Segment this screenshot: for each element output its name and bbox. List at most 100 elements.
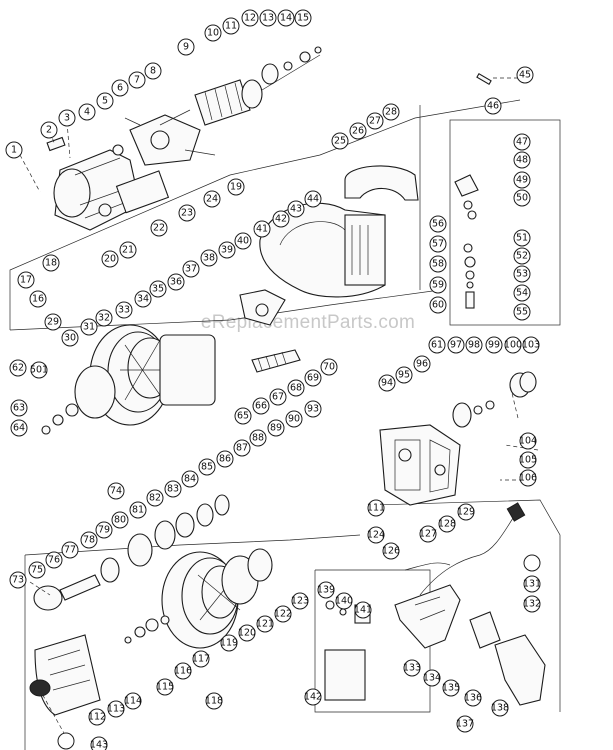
callout: 87: [233, 439, 251, 457]
callout: 37: [182, 260, 200, 278]
callout: 84: [181, 470, 199, 488]
svg-text:123: 123: [291, 596, 309, 607]
svg-text:75: 75: [31, 565, 43, 576]
callout: 19: [227, 178, 245, 196]
callout: 141: [354, 601, 372, 619]
callout: 95: [395, 366, 413, 384]
svg-text:85: 85: [201, 462, 213, 473]
callout: 1: [5, 141, 23, 159]
svg-text:97: 97: [450, 340, 462, 351]
svg-text:93: 93: [307, 404, 319, 415]
callout: 39: [218, 241, 236, 259]
callout: 43: [287, 200, 305, 218]
svg-text:59: 59: [432, 280, 444, 291]
callout: 124: [367, 526, 385, 544]
callout: 67: [269, 388, 287, 406]
callout: 59: [429, 276, 447, 294]
svg-text:89: 89: [270, 423, 282, 434]
callout: 11: [222, 17, 240, 35]
svg-text:127: 127: [419, 529, 437, 540]
callout: 111: [367, 499, 385, 517]
callout: 2: [40, 121, 58, 139]
svg-text:143: 143: [90, 740, 108, 750]
svg-text:44: 44: [307, 194, 319, 205]
svg-text:94: 94: [381, 378, 393, 389]
callout: 13: [259, 9, 277, 27]
svg-text:95: 95: [398, 370, 410, 381]
callout: 69: [304, 369, 322, 387]
lower-gear-train: [33, 494, 230, 611]
svg-text:135: 135: [442, 683, 460, 694]
callout: 118: [205, 692, 223, 710]
svg-text:100: 100: [504, 340, 522, 351]
callout: 70: [320, 358, 338, 376]
callout: 60: [429, 296, 447, 314]
svg-text:14: 14: [280, 13, 292, 24]
svg-text:83: 83: [167, 484, 179, 495]
callout: 79: [95, 521, 113, 539]
svg-text:99: 99: [488, 340, 500, 351]
callout: 117: [192, 650, 210, 668]
callout: 54: [513, 284, 531, 302]
svg-text:39: 39: [221, 245, 233, 256]
svg-text:140: 140: [335, 596, 353, 607]
svg-text:17: 17: [20, 275, 32, 286]
svg-text:34: 34: [137, 294, 149, 305]
callout: 24: [203, 190, 221, 208]
callout: 29: [44, 313, 62, 331]
svg-text:134: 134: [423, 673, 441, 684]
callout: 52: [513, 247, 531, 265]
callout-labels: 1 2 3 4 5 6 7 8 9 10 11 12 13 14 15 16 1…: [5, 9, 541, 750]
svg-text:82: 82: [149, 493, 161, 504]
callout: 21: [119, 241, 137, 259]
callout: 62: [9, 359, 27, 377]
svg-text:42: 42: [275, 214, 287, 225]
svg-text:62: 62: [12, 363, 24, 374]
callout: 33: [115, 301, 133, 319]
callout: 56: [429, 215, 447, 233]
callout: 100: [504, 336, 522, 354]
callout: 126: [382, 542, 400, 560]
svg-text:45: 45: [519, 70, 531, 81]
svg-text:79: 79: [98, 525, 110, 536]
handle-body: [394, 584, 546, 706]
svg-text:68: 68: [290, 383, 302, 394]
callout: 104: [519, 432, 537, 450]
callout: 28: [382, 103, 400, 121]
callout: 9: [177, 38, 195, 56]
svg-text:113: 113: [107, 704, 125, 715]
svg-text:27: 27: [369, 116, 381, 127]
svg-text:81: 81: [132, 505, 144, 516]
callout: 61: [428, 336, 446, 354]
callout: 44: [304, 190, 322, 208]
callout: 96: [413, 355, 431, 373]
callout: 77: [61, 541, 79, 559]
callout: 45: [516, 66, 534, 84]
svg-text:52: 52: [516, 251, 528, 262]
brush-bracket: [115, 114, 216, 214]
svg-text:5: 5: [102, 96, 108, 107]
svg-text:120: 120: [238, 628, 256, 639]
callout: 18: [42, 254, 60, 272]
svg-text:40: 40: [237, 236, 249, 247]
svg-text:84: 84: [184, 474, 196, 485]
callout: 139: [317, 581, 335, 599]
svg-text:76: 76: [48, 555, 60, 566]
callout: 30: [61, 329, 79, 347]
callout: 142: [304, 688, 322, 706]
svg-text:63: 63: [13, 403, 25, 414]
callout: [523, 554, 541, 572]
svg-text:106: 106: [519, 473, 537, 484]
svg-text:51: 51: [516, 233, 528, 244]
svg-text:66: 66: [255, 401, 267, 412]
callout: 115: [156, 678, 174, 696]
svg-text:115: 115: [156, 682, 174, 693]
svg-text:25: 25: [334, 136, 346, 147]
svg-text:96: 96: [416, 359, 428, 370]
svg-text:78: 78: [83, 535, 95, 546]
handle: [344, 165, 419, 201]
callout: 93: [304, 400, 322, 418]
svg-text:11: 11: [225, 21, 237, 32]
callout: 38: [200, 249, 218, 267]
svg-text:90: 90: [288, 414, 300, 425]
